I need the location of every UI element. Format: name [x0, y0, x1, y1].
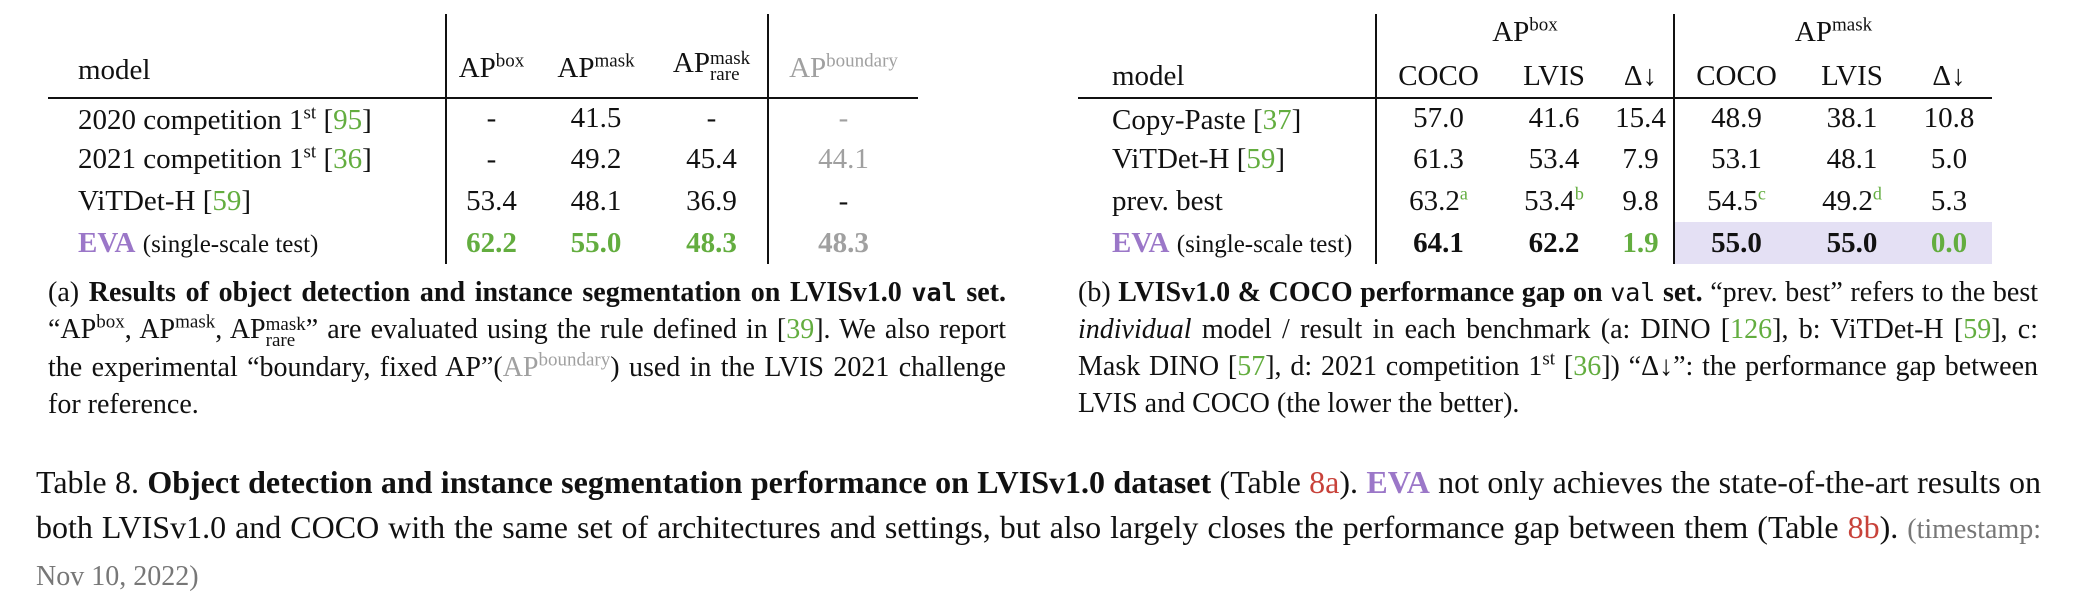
table-caption-title: Object detection and instance segmentati…: [147, 464, 1212, 500]
table-b-header-box-lvis: LVIS: [1500, 56, 1608, 99]
table-b-cell: 63.2a: [1409, 182, 1468, 217]
panel-b: APbox APmask model COCO LVIS Δ↓ COCO LVI…: [1078, 0, 2038, 422]
table-b-header-mask-delta: Δ↓: [1906, 56, 1992, 99]
table-a-eva-row: EVA (single-scale test) 62.2 55.0 48.3 4…: [48, 222, 918, 264]
table-caption: Table 8. Object detection and instance s…: [36, 464, 2042, 592]
table-b-cell: 61.3: [1413, 142, 1464, 175]
table-b-cell: 10.8: [1923, 102, 1975, 134]
table-b-cell: 15.4: [1608, 98, 1675, 138]
table-a-cell-ap-mask: 41.5: [570, 102, 622, 134]
table-b-cell: 38.1: [1826, 102, 1878, 134]
table-a-header-model: model: [48, 14, 447, 99]
table-b-header-mask-coco: COCO: [1674, 56, 1798, 99]
table-a-cell-ap-box: -: [486, 142, 497, 175]
table-row: 2021 competition 1st [36] - 49.2 45.4 44…: [48, 138, 918, 180]
table-a-row-model: 2021 competition 1st [36]: [48, 138, 447, 180]
table-a-eva-ap-rare: 48.3: [656, 222, 769, 264]
table-b-eva-row: EVA (single-scale test) 64.1 62.2 1.9 55…: [1078, 222, 1992, 264]
timestamp: (timestamp: Nov 10, 2022): [36, 514, 2042, 592]
table-b-eva-box-lvis: 62.2: [1528, 226, 1580, 259]
table-b-caption: (b) LVISv1.0 & COCO performance gap on v…: [1078, 277, 2039, 419]
table-ref-link[interactable]: 8b: [1847, 509, 1880, 545]
table-a-header-ap-mask: APmask: [536, 14, 656, 99]
table-b-cell: 41.6: [1528, 102, 1580, 134]
eva-name: EVA: [1366, 464, 1430, 500]
table-row: Copy-Paste [37] 57.0 41.6 15.4 48.9 38.1…: [1078, 98, 1992, 138]
table-a-cell-ap-rare: -: [656, 98, 769, 138]
table-a-header-ap-boundary: APboundary: [768, 14, 918, 99]
table-a-cell-ap-boundary: -: [838, 102, 849, 134]
table-b-cell: 48.9: [1711, 102, 1762, 134]
table-b-row-model: prev. best: [1078, 180, 1377, 222]
table-b-cell: 53.4b: [1524, 182, 1584, 217]
table-a-eva-ap-boundary: 48.3: [818, 226, 869, 259]
table-a-row-model: ViTDet-H [59]: [48, 180, 447, 222]
table-a-cell-ap-box: 53.4: [466, 184, 517, 217]
table-b-eva-box-delta: 1.9: [1608, 222, 1675, 264]
table-b-header-box-coco: COCO: [1376, 56, 1500, 99]
table-b-cell: 5.0: [1930, 142, 1968, 175]
table-a-cell-ap-box: -: [486, 102, 497, 134]
table-b-cell: 9.8: [1608, 180, 1675, 222]
table-b-header-mask-lvis: LVIS: [1798, 56, 1906, 99]
table-b-cell: 48.1: [1826, 142, 1878, 175]
table-a-cell-ap-mask: 49.2: [570, 142, 622, 175]
table-ref-link[interactable]: 8a: [1309, 464, 1340, 500]
table-b-eva-mask-delta: 0.0: [1906, 222, 1992, 264]
table-a-cell-ap-boundary: -: [838, 184, 849, 217]
table-b-group-header: APbox APmask: [1078, 14, 1992, 56]
table-b-cell: 49.2d: [1822, 182, 1882, 217]
table-row: 2020 competition 1st [95] - 41.5 - -: [48, 98, 918, 138]
table-a-cell-ap-rare: 36.9: [656, 180, 769, 222]
table-b-cell: 53.1: [1711, 142, 1762, 175]
table-b-cell: 7.9: [1608, 138, 1675, 180]
table-b-eva-mask-lvis: 55.0: [1798, 222, 1906, 264]
table-a-cell-ap-boundary: 44.1: [818, 142, 869, 175]
table-a-cell-ap-mask: 48.1: [570, 184, 622, 217]
table-row: ViTDet-H [59] 53.4 48.1 36.9 -: [48, 180, 918, 222]
table-b-header-ap-mask: APmask: [1794, 14, 1873, 48]
table-a-caption: (a) Results of object detection and inst…: [48, 277, 1007, 421]
table-a-eva-ap-mask: 55.0: [570, 226, 622, 259]
table-b-eva-mask-coco: 55.0: [1674, 222, 1798, 264]
table-b-header: model COCO LVIS Δ↓ COCO LVIS Δ↓: [1078, 56, 1992, 99]
table-a-cell-ap-rare: 45.4: [656, 138, 769, 180]
table-row: prev. best 63.2a 53.4b 9.8 54.5c 49.2d 5…: [1078, 180, 1992, 222]
table-b-header-box-delta: Δ↓: [1608, 56, 1675, 99]
table-b-cell: 54.5c: [1707, 182, 1766, 217]
table-b-eva-box-coco: 64.1: [1413, 226, 1464, 259]
table-b-header-blank: [1078, 14, 1377, 56]
table-a-header-ap-box: APbox: [446, 14, 536, 99]
table-b-cell: 53.4: [1528, 142, 1580, 175]
table-b-header-ap-box: APbox: [1376, 14, 1675, 56]
table-caption-label: Table 8.: [36, 464, 139, 500]
table-b: APbox APmask model COCO LVIS Δ↓ COCO LVI…: [1078, 14, 1992, 264]
table-a-row-model: 2020 competition 1st [95]: [48, 98, 447, 138]
table-a-eva-ap-box: 62.2: [466, 226, 517, 259]
table-b-row-model: ViTDet-H [59]: [1078, 138, 1377, 180]
table-b-cell: 57.0: [1413, 102, 1464, 134]
table-b-header-model: model: [1078, 56, 1377, 99]
table-b-row-model: Copy-Paste [37]: [1078, 98, 1377, 138]
table-b-eva-model: EVA (single-scale test): [1078, 222, 1377, 264]
table-a-eva-model: EVA (single-scale test): [48, 222, 447, 264]
table-row: ViTDet-H [59] 61.3 53.4 7.9 53.1 48.1 5.…: [1078, 138, 1992, 180]
table-b-cell: 5.3: [1930, 184, 1968, 217]
